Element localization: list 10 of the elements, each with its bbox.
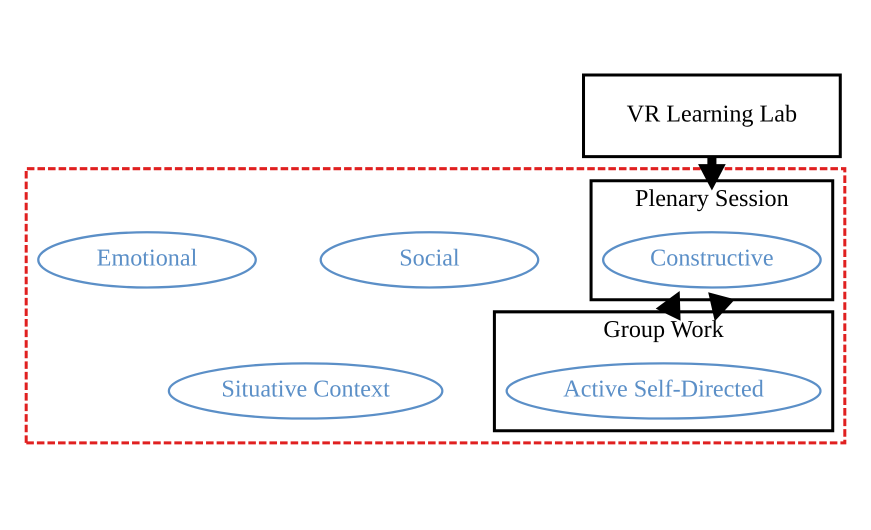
node-ellipse: Social — [320, 231, 540, 289]
arrow — [656, 290, 681, 321]
node-box: VR Learning Lab — [582, 74, 842, 158]
cluster — [24, 167, 846, 444]
node-ellipse: Constructive — [602, 231, 822, 289]
arrow — [698, 156, 726, 191]
arrow — [708, 292, 735, 322]
node-ellipse: Active Self-Directed — [506, 362, 822, 420]
node-ellipse: Emotional — [37, 231, 257, 289]
node-ellipse: Situative Context — [168, 362, 444, 420]
